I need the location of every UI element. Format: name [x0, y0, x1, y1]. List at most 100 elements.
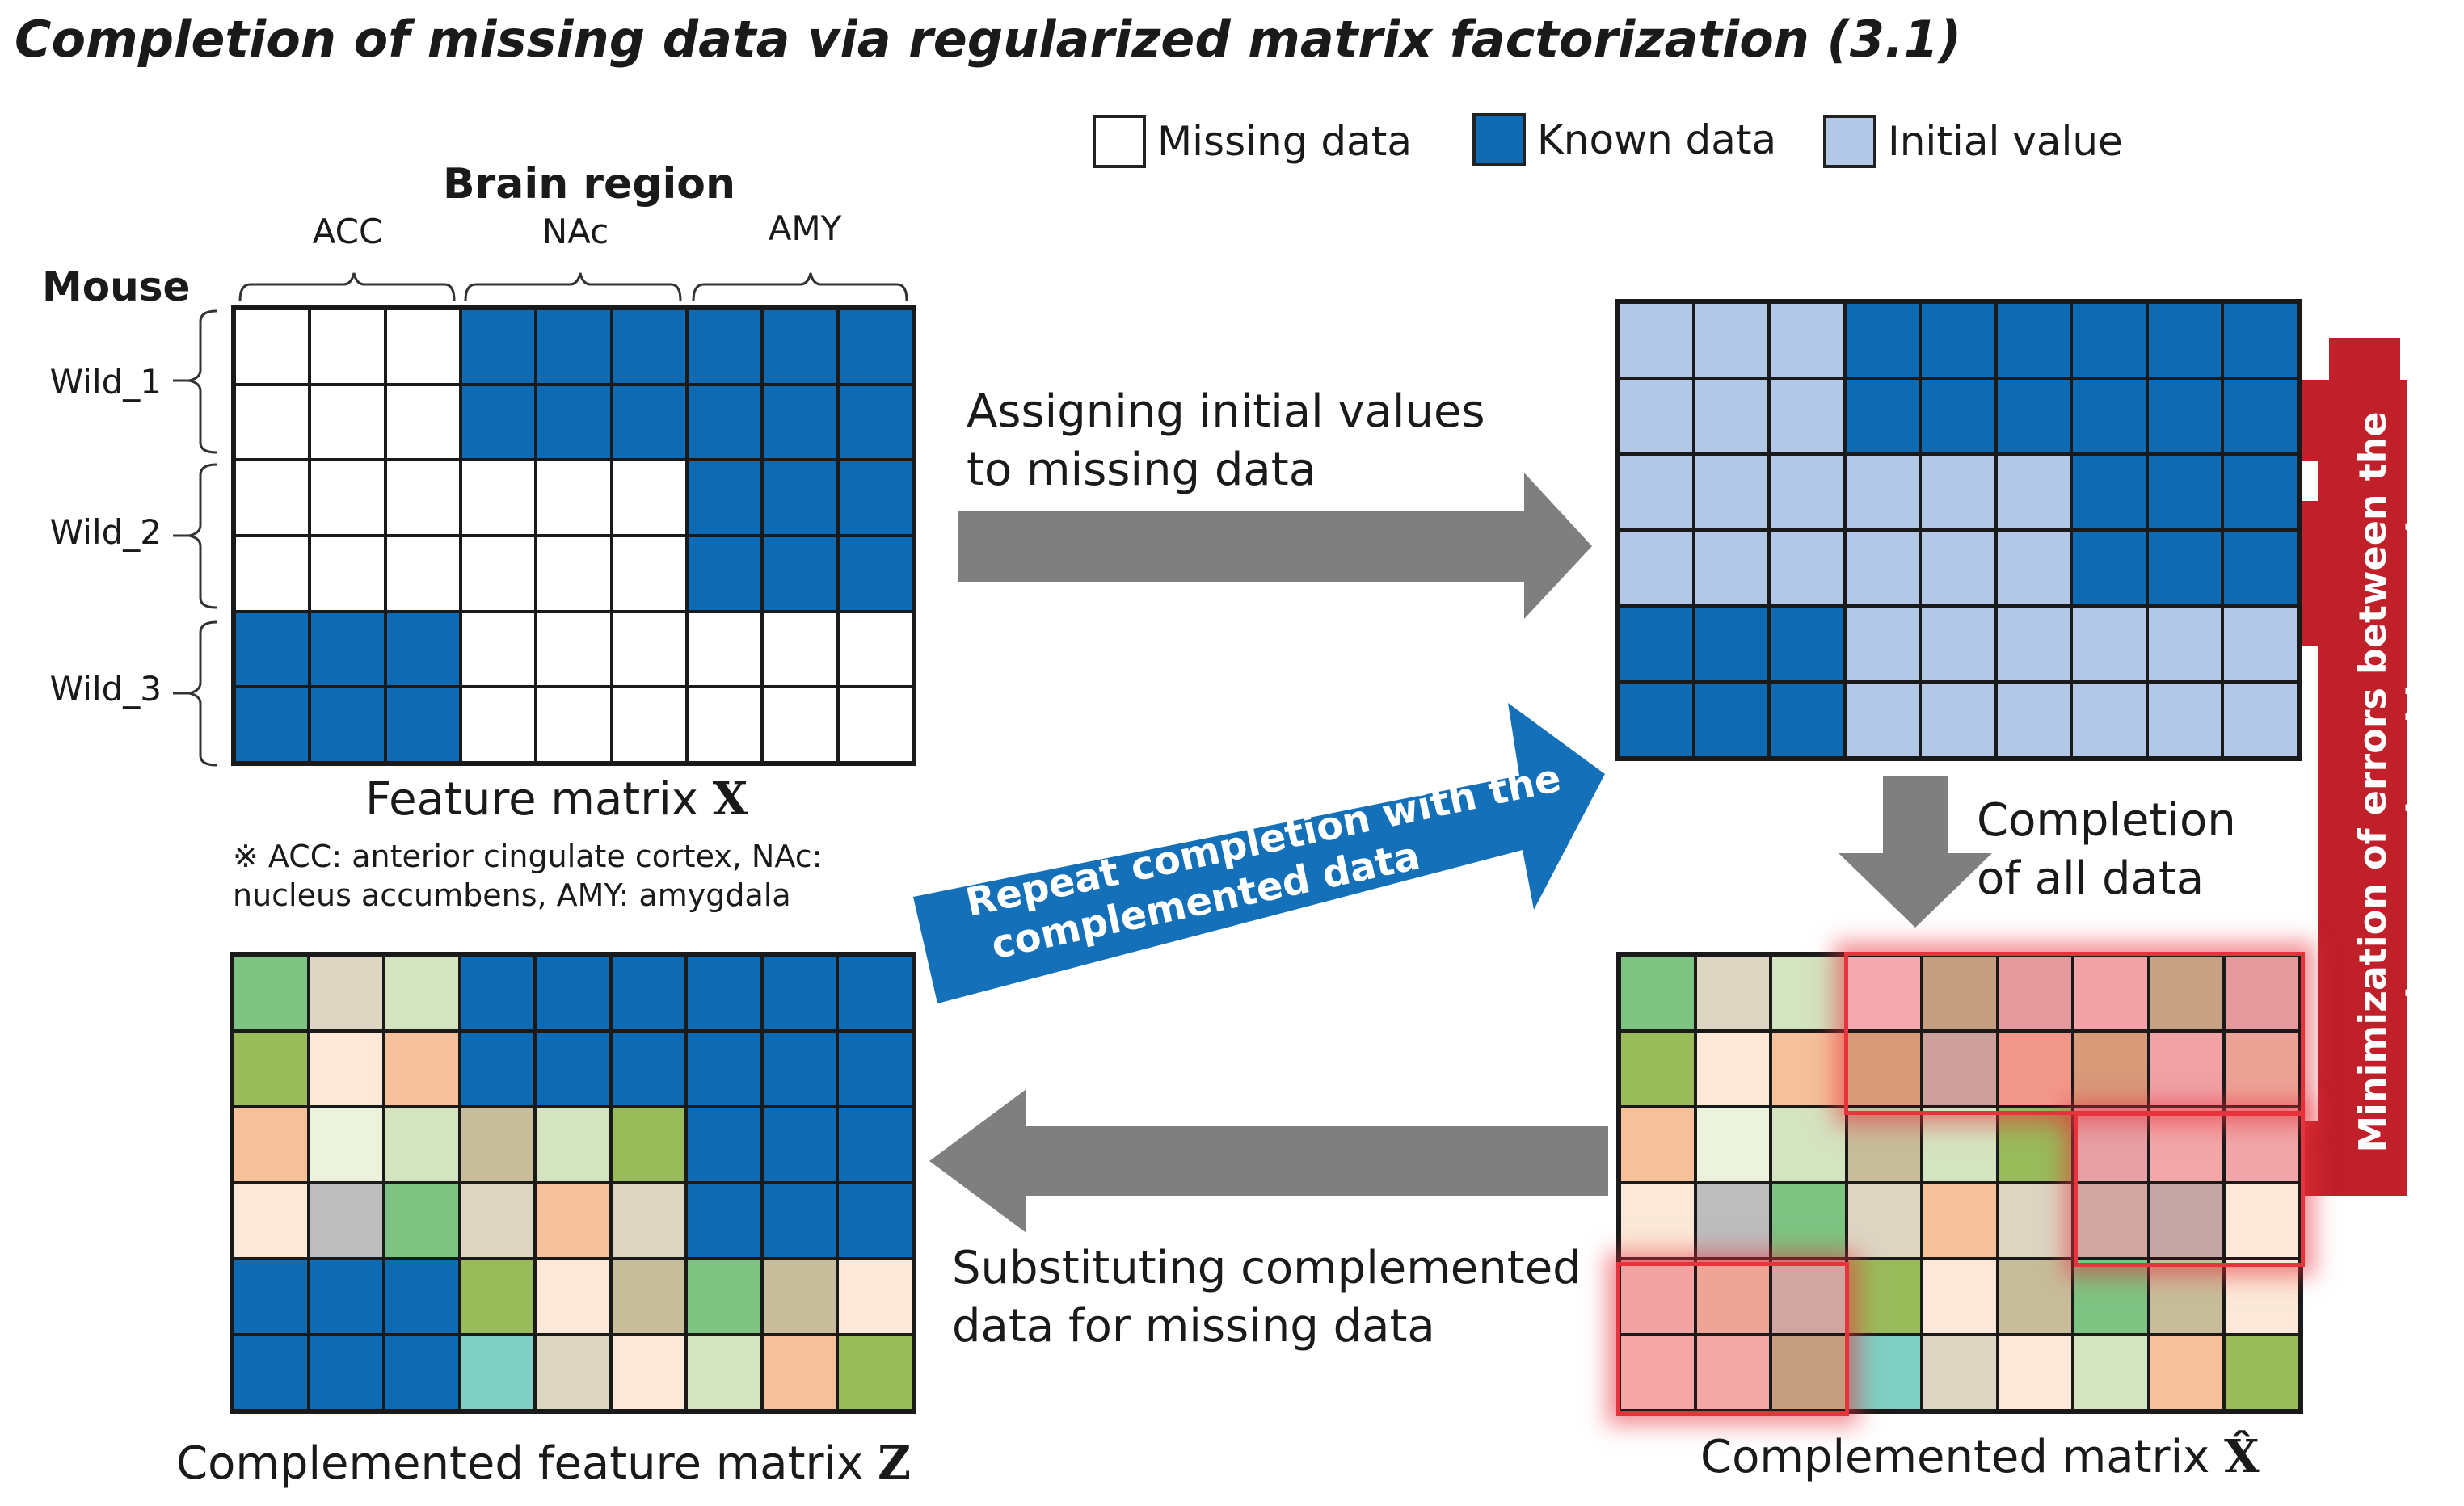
matrix-cell	[1997, 1335, 2074, 1411]
matrix-cell	[2222, 378, 2298, 454]
matrix-cell	[384, 1031, 460, 1107]
matrix-cell	[1618, 606, 1694, 682]
matrix-cell	[1846, 1259, 1923, 1335]
matrix-cell	[1620, 1107, 1695, 1183]
matrix-cell	[687, 687, 763, 763]
matrix-cell	[837, 1107, 913, 1183]
matrix-cell	[1695, 1031, 1771, 1107]
matrix-cell	[687, 460, 763, 536]
matrix-cell	[461, 309, 537, 385]
col-group-nac: NAc	[541, 212, 609, 251]
matrix-cell	[1844, 530, 1921, 606]
feature-matrix-caption-text: Feature matrix	[365, 773, 713, 826]
matrix-cell	[2073, 955, 2149, 1031]
matrix-cell	[1618, 378, 1694, 454]
matrix-cell	[687, 309, 763, 385]
matrix-cell	[2146, 454, 2223, 530]
matrix-cell	[1771, 1031, 1847, 1107]
matrix-cell	[385, 687, 461, 763]
matrix-cell	[2071, 530, 2147, 606]
matrix-cell	[1922, 1183, 1998, 1259]
matrix-cell	[611, 535, 687, 612]
matrix-cell	[1695, 1259, 1771, 1335]
matrix-cell	[837, 1031, 913, 1107]
initial-matrix	[1615, 299, 2302, 761]
matrix-cell	[762, 611, 838, 688]
matrix-cell	[1618, 302, 1694, 378]
assign-label-1: Assigning initial values	[967, 385, 1485, 438]
matrix-cell	[1618, 454, 1694, 530]
matrix-cell	[1620, 955, 1695, 1031]
matrix-cell	[837, 384, 913, 461]
matrix-cell	[761, 1031, 838, 1107]
matrix-cell	[837, 535, 913, 612]
matrix-cell	[1846, 1031, 1923, 1107]
matrix-cell	[1920, 302, 1996, 378]
matrix-cell	[536, 687, 612, 763]
matrix-cell	[686, 1183, 762, 1259]
col-group-acc: ACC	[312, 212, 383, 251]
row-group-wild-3: Wild_3	[49, 669, 162, 709]
page-title: Completion of missing data via regulariz…	[15, 10, 1962, 69]
matrix-cell	[837, 460, 913, 536]
matrix-cell	[234, 309, 310, 385]
matrix-cell	[1995, 378, 2072, 454]
matrix-cell	[1920, 378, 1996, 454]
matrix-cell	[310, 535, 385, 612]
matrix-cell	[536, 460, 612, 536]
complemented-matrix	[1616, 952, 2303, 1414]
legend-missing: Missing data	[1093, 115, 1412, 168]
matrix-cell	[1693, 606, 1770, 682]
completion-label: Completion of all data	[1977, 792, 2236, 908]
substitute-label-1: Substituting complemented	[952, 1242, 1582, 1294]
matrix-cell	[837, 687, 913, 763]
matrix-cell	[1846, 955, 1923, 1031]
matrix-cell	[459, 1107, 536, 1183]
matrix-cell	[308, 1031, 385, 1107]
matrix-cell	[1618, 530, 1694, 606]
matrix-cell	[233, 1183, 309, 1259]
matrix-cell	[1695, 1107, 1771, 1183]
matrix-cell	[1695, 955, 1771, 1031]
matrix-cell	[2071, 454, 2147, 530]
matrix-cell	[761, 1107, 838, 1183]
substitute-arrow	[929, 1089, 1608, 1233]
matrix-cell	[1769, 606, 1845, 682]
legend-known-swatch	[1472, 113, 1526, 166]
matrix-cell	[385, 535, 461, 612]
matrix-cell	[535, 1107, 611, 1183]
complemented-feature-matrix-caption: Complemented feature matrix Z	[176, 1437, 911, 1490]
repeat-arrow	[913, 703, 1605, 1003]
matrix-cell	[1922, 1335, 1998, 1411]
matrix-cell	[2146, 682, 2223, 758]
matrix-cell	[234, 611, 310, 688]
matrix-cell	[2146, 530, 2223, 606]
substitute-label: Substituting complemented data for missi…	[952, 1239, 1582, 1356]
matrix-cell	[1769, 682, 1845, 758]
minimization-label-2: complemented and known data	[2399, 452, 2443, 1113]
feature-matrix-symbol: X	[712, 772, 748, 826]
matrix-cell	[1693, 378, 1770, 454]
matrix-cell	[837, 309, 913, 385]
matrix-cell	[234, 687, 310, 763]
matrix-cell	[611, 611, 687, 688]
matrix-cell	[1920, 682, 1996, 758]
matrix-cell	[308, 1183, 385, 1259]
matrix-cell	[461, 460, 537, 536]
matrix-cell	[762, 384, 838, 461]
matrix-cell	[1620, 1335, 1695, 1411]
minimization-label: Minimization of errors between the compl…	[2348, 394, 2445, 1170]
note-line-1: ※ ACC: anterior cingulate cortex, NAc:	[233, 839, 823, 874]
matrix-cell	[837, 1259, 913, 1335]
matrix-cell	[2224, 1259, 2300, 1335]
matrix-cell	[385, 384, 461, 461]
matrix-cell	[459, 1259, 536, 1335]
matrix-cell	[687, 384, 763, 461]
matrix-cell	[2148, 1259, 2225, 1335]
matrix-cell	[1693, 454, 1770, 530]
matrix-cell	[1771, 955, 1847, 1031]
matrix-cell	[308, 1107, 385, 1183]
matrix-cell	[2222, 302, 2298, 378]
matrix-cell	[837, 955, 913, 1031]
matrix-cell	[610, 1031, 687, 1107]
